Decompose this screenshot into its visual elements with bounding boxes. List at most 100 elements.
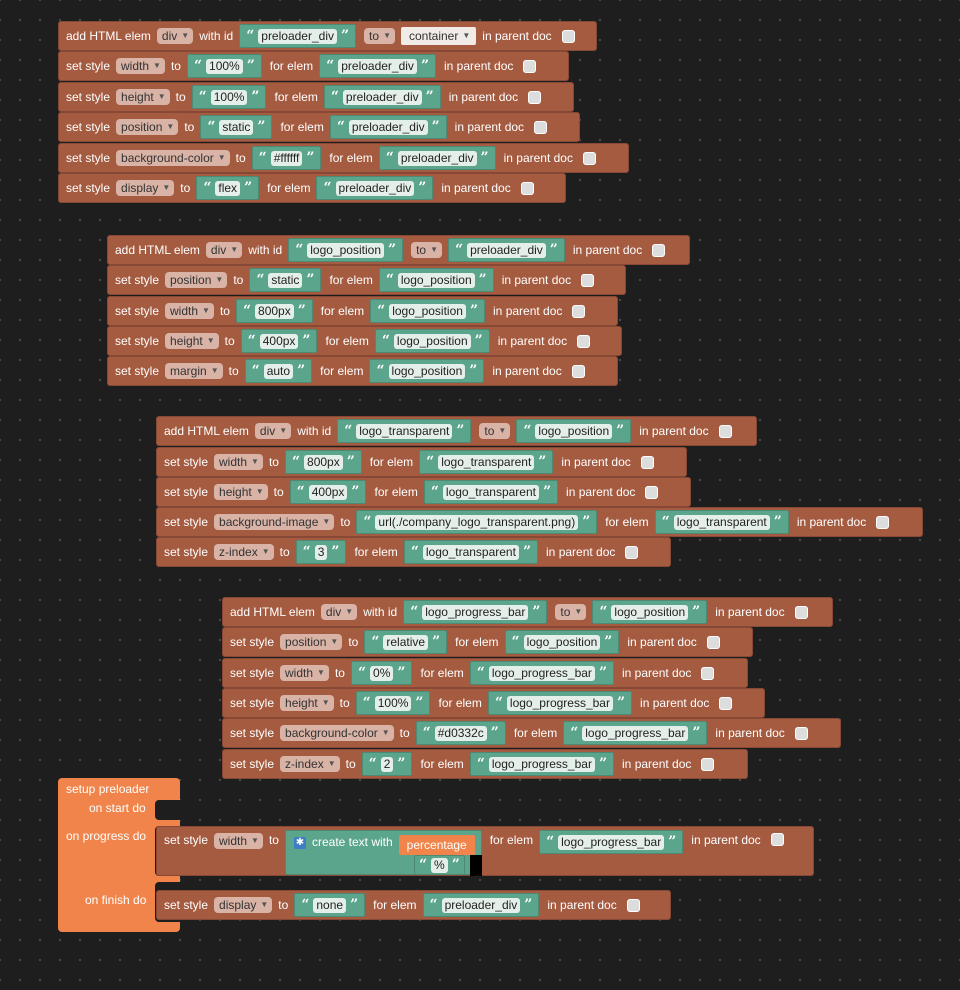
- set-style-block[interactable]: set style height▼ to “100%” for elem “pr…: [58, 82, 574, 112]
- elem-string-block[interactable]: “logo_progress_bar”: [563, 721, 708, 745]
- elem-string-block[interactable]: “logo_position”: [370, 299, 486, 323]
- set-style-block[interactable]: set style height▼ to “400px” for elem “l…: [156, 477, 691, 507]
- style-prop-dropdown[interactable]: height▼: [214, 484, 268, 500]
- percent-string-block[interactable]: “%”: [413, 855, 465, 875]
- elem-string-block[interactable]: “preloader_div”: [323, 85, 441, 109]
- set-style-block[interactable]: set style width▼ to ✱ create text with p…: [156, 826, 814, 876]
- set-style-block[interactable]: set style width▼ to “800px” for elem “lo…: [107, 296, 618, 326]
- value-string-block[interactable]: “flex”: [196, 176, 260, 200]
- value-string-block[interactable]: “static”: [200, 115, 273, 139]
- tag-dropdown[interactable]: div▼: [205, 242, 243, 258]
- elem-string-block[interactable]: “logo_transparent”: [423, 480, 559, 504]
- set-style-block[interactable]: set style z-index▼ to “2” for elem “logo…: [222, 749, 748, 779]
- in-parent-doc-checkbox[interactable]: [640, 455, 654, 469]
- position-dropdown[interactable]: to▼: [555, 604, 587, 620]
- in-parent-doc-checkbox[interactable]: [626, 898, 640, 912]
- percentage-variable[interactable]: percentage: [398, 835, 475, 855]
- elem-string-block[interactable]: “preloader_div”: [319, 54, 436, 78]
- in-parent-doc-checkbox[interactable]: [572, 304, 586, 318]
- parent-string-block[interactable]: “logo_position”: [592, 600, 708, 624]
- create-text-block[interactable]: ✱ create text with percentage “%”: [284, 830, 482, 876]
- elem-string-block[interactable]: “logo_position”: [378, 268, 494, 292]
- style-prop-dropdown[interactable]: background-image▼: [214, 514, 335, 530]
- position-dropdown[interactable]: to▼: [364, 28, 395, 44]
- in-parent-doc-checkbox[interactable]: [645, 485, 659, 499]
- style-prop-dropdown[interactable]: width▼: [280, 665, 329, 681]
- set-style-block[interactable]: set style width▼ to “100%” for elem “pre…: [58, 51, 569, 81]
- in-parent-doc-checkbox[interactable]: [706, 635, 720, 649]
- in-parent-doc-checkbox[interactable]: [534, 120, 548, 134]
- style-prop-dropdown[interactable]: background-color▼: [116, 150, 230, 166]
- gear-icon[interactable]: ✱: [293, 837, 306, 849]
- in-parent-doc-checkbox[interactable]: [794, 726, 808, 740]
- in-parent-doc-checkbox[interactable]: [571, 364, 585, 378]
- elem-string-block[interactable]: “logo_transparent”: [654, 510, 789, 534]
- style-prop-dropdown[interactable]: display▼: [214, 897, 273, 913]
- id-string-block[interactable]: “logo_position”: [288, 238, 404, 262]
- in-parent-doc-checkbox[interactable]: [794, 605, 808, 619]
- style-prop-dropdown[interactable]: height▼: [280, 695, 334, 711]
- value-string-block[interactable]: “relative”: [364, 630, 448, 654]
- set-style-block[interactable]: set style height▼ to “100%” for elem “lo…: [222, 688, 765, 718]
- in-parent-doc-checkbox[interactable]: [520, 181, 534, 195]
- in-parent-doc-checkbox[interactable]: [876, 515, 890, 529]
- tag-dropdown[interactable]: div▼: [320, 604, 358, 620]
- add-html-elem-block[interactable]: add HTML elem div▼ with id “preloader_di…: [58, 21, 597, 51]
- set-style-block[interactable]: set style background-color▼ to “#ffffff”…: [58, 143, 629, 173]
- in-parent-doc-checkbox[interactable]: [523, 59, 537, 73]
- value-string-block[interactable]: “400px”: [240, 329, 318, 353]
- in-parent-doc-checkbox[interactable]: [561, 29, 575, 43]
- elem-string-block[interactable]: “preloader_div”: [329, 115, 447, 139]
- in-parent-doc-checkbox[interactable]: [718, 424, 732, 438]
- set-style-block[interactable]: set style width▼ to “800px” for elem “lo…: [156, 447, 687, 477]
- add-html-elem-block[interactable]: add HTML elem div▼ with id “logo_positio…: [107, 235, 690, 265]
- value-string-block[interactable]: “400px”: [289, 480, 367, 504]
- add-html-elem-block[interactable]: add HTML elem div▼ with id “logo_transpa…: [156, 416, 757, 446]
- in-parent-doc-checkbox[interactable]: [701, 757, 715, 771]
- value-string-block[interactable]: “0%”: [350, 661, 413, 685]
- value-string-block[interactable]: “800px”: [235, 299, 313, 323]
- style-prop-dropdown[interactable]: z-index▼: [280, 756, 340, 772]
- set-style-block[interactable]: set style position▼ to “relative” for el…: [222, 627, 753, 657]
- style-prop-dropdown[interactable]: position▼: [116, 119, 179, 135]
- style-prop-dropdown[interactable]: height▼: [116, 89, 170, 105]
- id-string-block[interactable]: “logo_transparent”: [337, 419, 472, 443]
- elem-string-block[interactable]: “logo_progress_bar”: [469, 661, 614, 685]
- elem-string-block[interactable]: “logo_progress_bar”: [469, 752, 615, 776]
- elem-string-block[interactable]: “logo_progress_bar”: [487, 691, 633, 715]
- elem-string-block[interactable]: “logo_position”: [369, 359, 485, 383]
- set-style-block[interactable]: set style z-index▼ to “3” for elem “logo…: [156, 537, 671, 567]
- elem-string-block[interactable]: “logo_progress_bar”: [539, 830, 684, 854]
- value-string-block[interactable]: “100%”: [355, 691, 431, 715]
- in-parent-doc-checkbox[interactable]: [528, 90, 542, 104]
- elem-string-block[interactable]: “preloader_div”: [378, 146, 496, 170]
- elem-string-block[interactable]: “logo_position”: [374, 329, 490, 353]
- value-string-block[interactable]: “url(./company_logo_transparent.png)”: [356, 510, 598, 534]
- style-prop-dropdown[interactable]: width▼: [165, 303, 214, 319]
- elem-string-block[interactable]: “logo_transparent”: [403, 540, 539, 564]
- position-dropdown[interactable]: to▼: [479, 423, 511, 439]
- set-style-block[interactable]: set style margin▼ to “auto” for elem “lo…: [107, 356, 618, 386]
- id-string-block[interactable]: “preloader_div”: [239, 24, 357, 48]
- in-parent-doc-checkbox[interactable]: [582, 151, 596, 165]
- style-prop-dropdown[interactable]: margin▼: [165, 363, 223, 379]
- style-prop-dropdown[interactable]: height▼: [165, 333, 219, 349]
- value-string-block[interactable]: “none”: [294, 893, 366, 917]
- in-parent-doc-checkbox[interactable]: [625, 545, 639, 559]
- tag-dropdown[interactable]: div▼: [156, 28, 194, 44]
- value-string-block[interactable]: “#d0332c”: [415, 721, 506, 745]
- value-string-block[interactable]: “auto”: [244, 359, 313, 383]
- value-string-block[interactable]: “100%”: [191, 85, 267, 109]
- elem-string-block[interactable]: “preloader_div”: [422, 893, 540, 917]
- in-parent-doc-checkbox[interactable]: [581, 273, 595, 287]
- style-prop-dropdown[interactable]: width▼: [116, 58, 165, 74]
- in-parent-doc-checkbox[interactable]: [652, 243, 666, 257]
- value-string-block[interactable]: “2”: [361, 752, 413, 776]
- id-string-block[interactable]: “logo_progress_bar”: [403, 600, 548, 624]
- value-string-block[interactable]: “static”: [249, 268, 322, 292]
- in-parent-doc-checkbox[interactable]: [577, 334, 591, 348]
- set-style-block[interactable]: set style position▼ to “static” for elem…: [107, 265, 626, 295]
- parent-string-block[interactable]: “logo_position”: [516, 419, 632, 443]
- value-string-block[interactable]: “3”: [295, 540, 347, 564]
- parent-string-block[interactable]: “preloader_div”: [448, 238, 565, 262]
